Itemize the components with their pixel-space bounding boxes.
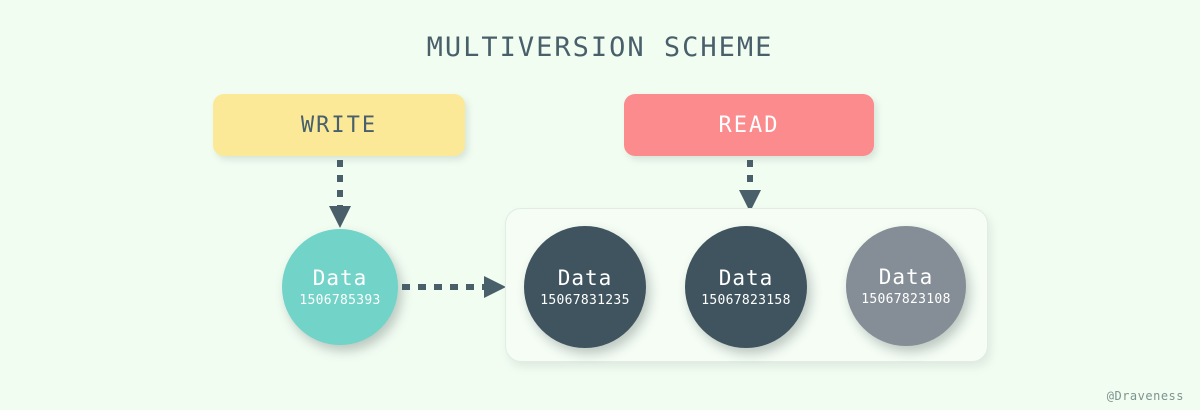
- stored-version-id-3: 15067823108: [861, 292, 951, 308]
- stored-version-id-1: 15067831235: [540, 293, 630, 309]
- current-version-id: 1506785393: [299, 293, 381, 309]
- current-version-title: Data: [312, 265, 368, 290]
- stored-version-node-3[interactable]: Data 15067823108: [846, 226, 966, 346]
- watermark: @Draveness: [1106, 389, 1184, 403]
- write-action-label: WRITE: [300, 112, 378, 138]
- stored-version-title-3: Data: [878, 264, 934, 289]
- stored-version-node-1[interactable]: Data 15067831235: [524, 226, 646, 348]
- stored-version-node-2[interactable]: Data 15067823158: [685, 226, 807, 348]
- current-version-node[interactable]: Data 1506785393: [282, 229, 398, 345]
- stored-version-id-2: 15067823158: [701, 293, 791, 309]
- read-action-box[interactable]: READ: [624, 94, 874, 156]
- read-action-label: READ: [718, 112, 780, 138]
- stored-version-title-2: Data: [718, 265, 774, 290]
- data-to-store-arrow-icon: [402, 276, 506, 298]
- write-action-box[interactable]: WRITE: [213, 94, 465, 156]
- read-to-store-arrow-icon: [739, 160, 761, 212]
- stored-version-title-1: Data: [557, 265, 613, 290]
- write-to-data-arrow-icon: [329, 160, 351, 228]
- page-title: MULTIVERSION SCHEME: [426, 32, 774, 63]
